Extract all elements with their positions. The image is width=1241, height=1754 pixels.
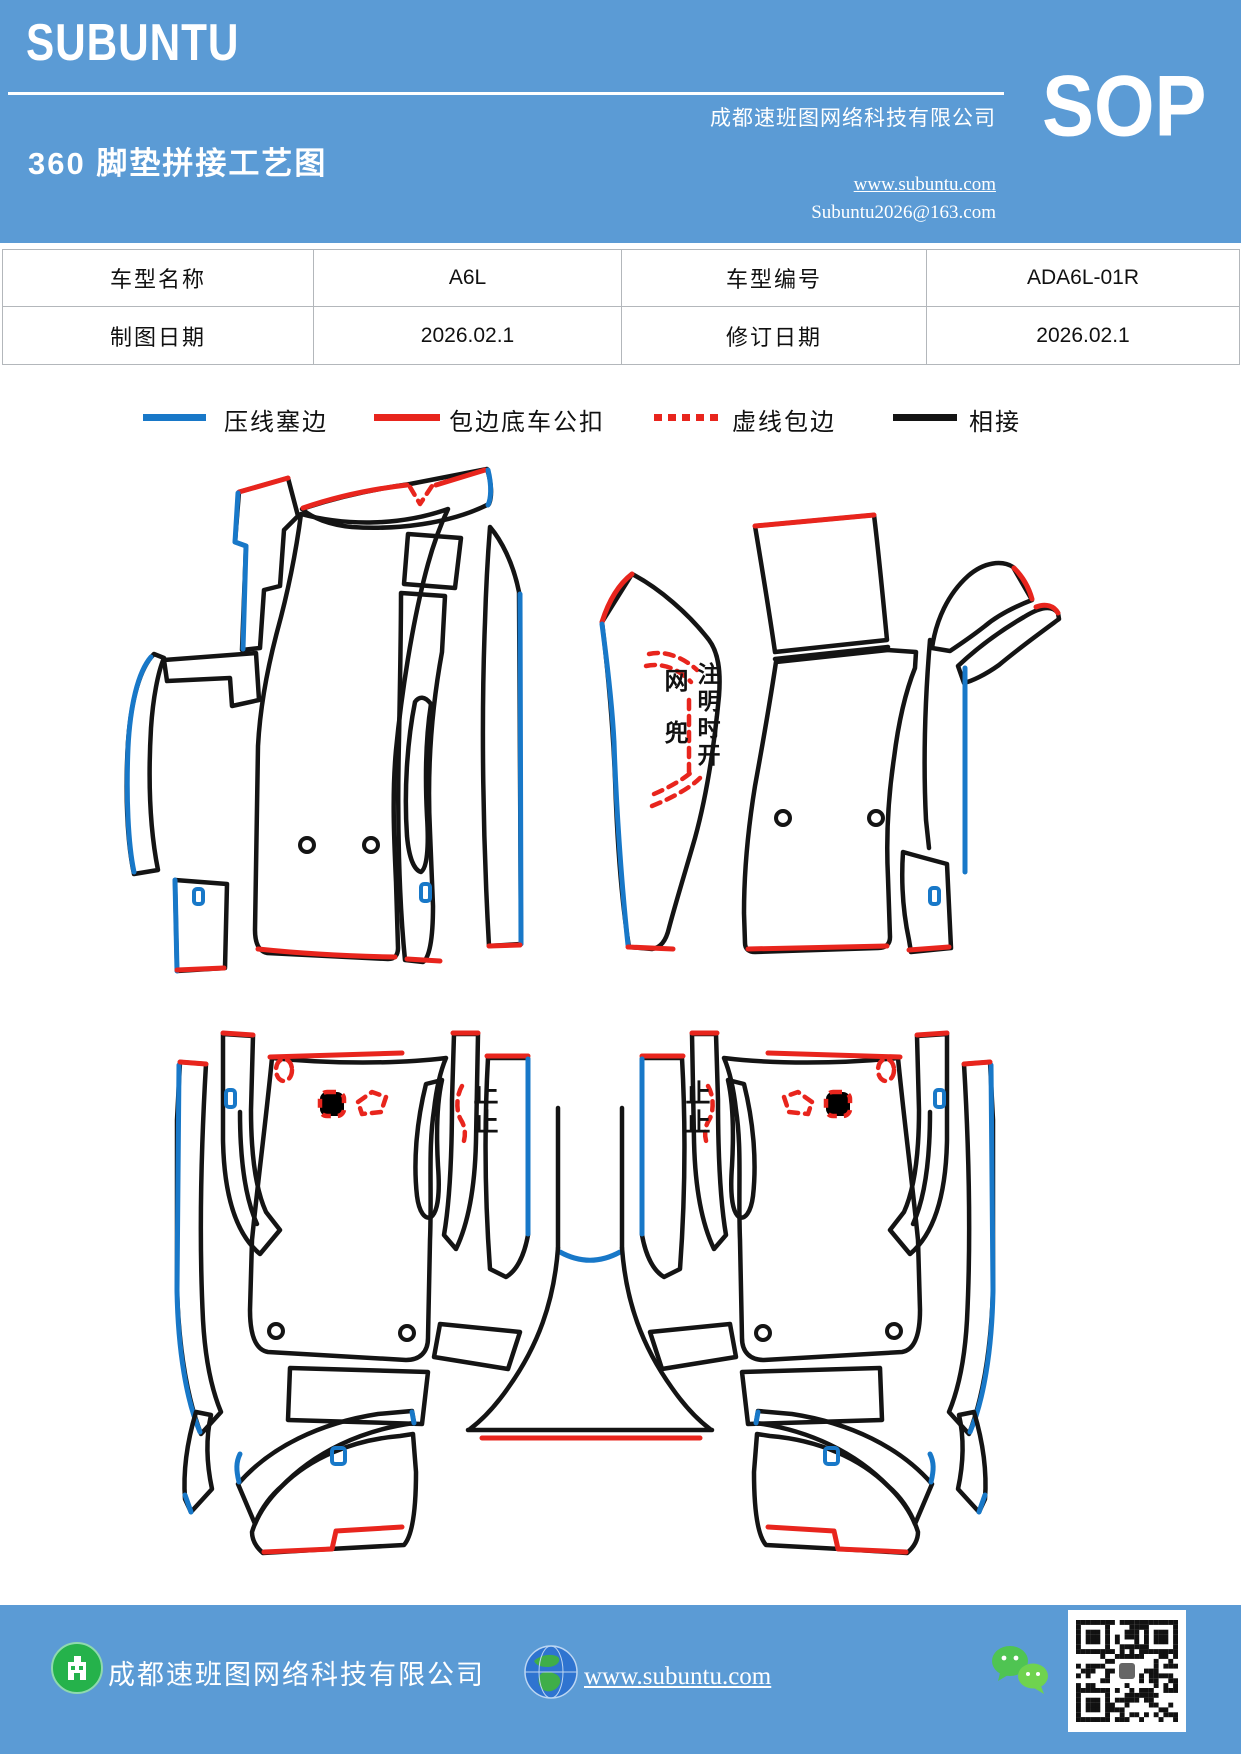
draw-date-label: 制图日期	[3, 307, 314, 364]
sop-badge: SOP	[1042, 59, 1207, 155]
stop-annotation-left: 止止	[470, 1080, 498, 1138]
model-code-value: ADA6L-01R	[927, 250, 1239, 307]
legend-label-blue: 压线塞边	[224, 409, 328, 436]
header-divider	[8, 92, 1004, 95]
front-right-mat-group	[599, 512, 1062, 955]
legend-swatch-black	[893, 414, 957, 421]
header-website-link[interactable]: www.subuntu.com	[853, 174, 996, 195]
legend-swatch-blue	[143, 414, 206, 421]
page-title: 360 脚垫拼接工艺图	[28, 146, 328, 181]
draw-date-value: 2026.02.1	[314, 307, 622, 364]
header-company-name: 成都速班图网络科技有限公司	[710, 107, 996, 130]
front-left-mat-group	[124, 466, 524, 974]
open-when-noted-annotation: 注明时开	[694, 662, 720, 770]
globe-icon	[524, 1645, 578, 1699]
header: SUBUNTU 成都速班图网络科技有限公司 SOP 360 脚垫拼接工艺图 ww…	[0, 0, 1241, 243]
legend-swatch-red	[374, 414, 440, 421]
revise-date-value: 2026.02.1	[1036, 323, 1130, 347]
center-tunnel-piece	[465, 1105, 715, 1441]
revise-date-label: 修订日期	[622, 307, 927, 364]
company-logo-icon	[51, 1642, 103, 1694]
net-pocket-annotation: 网兜	[660, 668, 687, 772]
footer-website-link[interactable]: www.subuntu.com	[584, 1663, 772, 1690]
brand-logo: SUBUNTU	[26, 13, 240, 72]
legend-label-red: 包边底车公扣	[449, 409, 605, 436]
model-name-value: A6L	[314, 250, 622, 307]
wechat-icon	[992, 1646, 1048, 1694]
rear-right-mat-group	[639, 1030, 996, 1437]
legend-label-dashed: 虚线包边	[732, 409, 836, 436]
header-email: Subuntu2026@163.com	[811, 202, 996, 223]
legend-label-black: 相接	[969, 409, 1021, 436]
model-code-label: 车型编号	[622, 250, 927, 307]
bottom-pieces-group	[182, 1321, 988, 1556]
footer: 成都速班图网络科技有限公司 www.subuntu.com	[0, 1605, 1241, 1754]
qr-code	[1068, 1610, 1186, 1732]
stop-annotation-right: 止止	[682, 1080, 710, 1138]
vehicle-info-table: 车型名称 A6L 车型编号 ADA6L-01R 制图日期 2026.02.1 修…	[2, 249, 1240, 365]
model-name-label: 车型名称	[3, 250, 314, 307]
footer-company-name: 成都速班图网络科技有限公司	[108, 1660, 485, 1690]
legend-swatch-dashed	[654, 414, 720, 421]
